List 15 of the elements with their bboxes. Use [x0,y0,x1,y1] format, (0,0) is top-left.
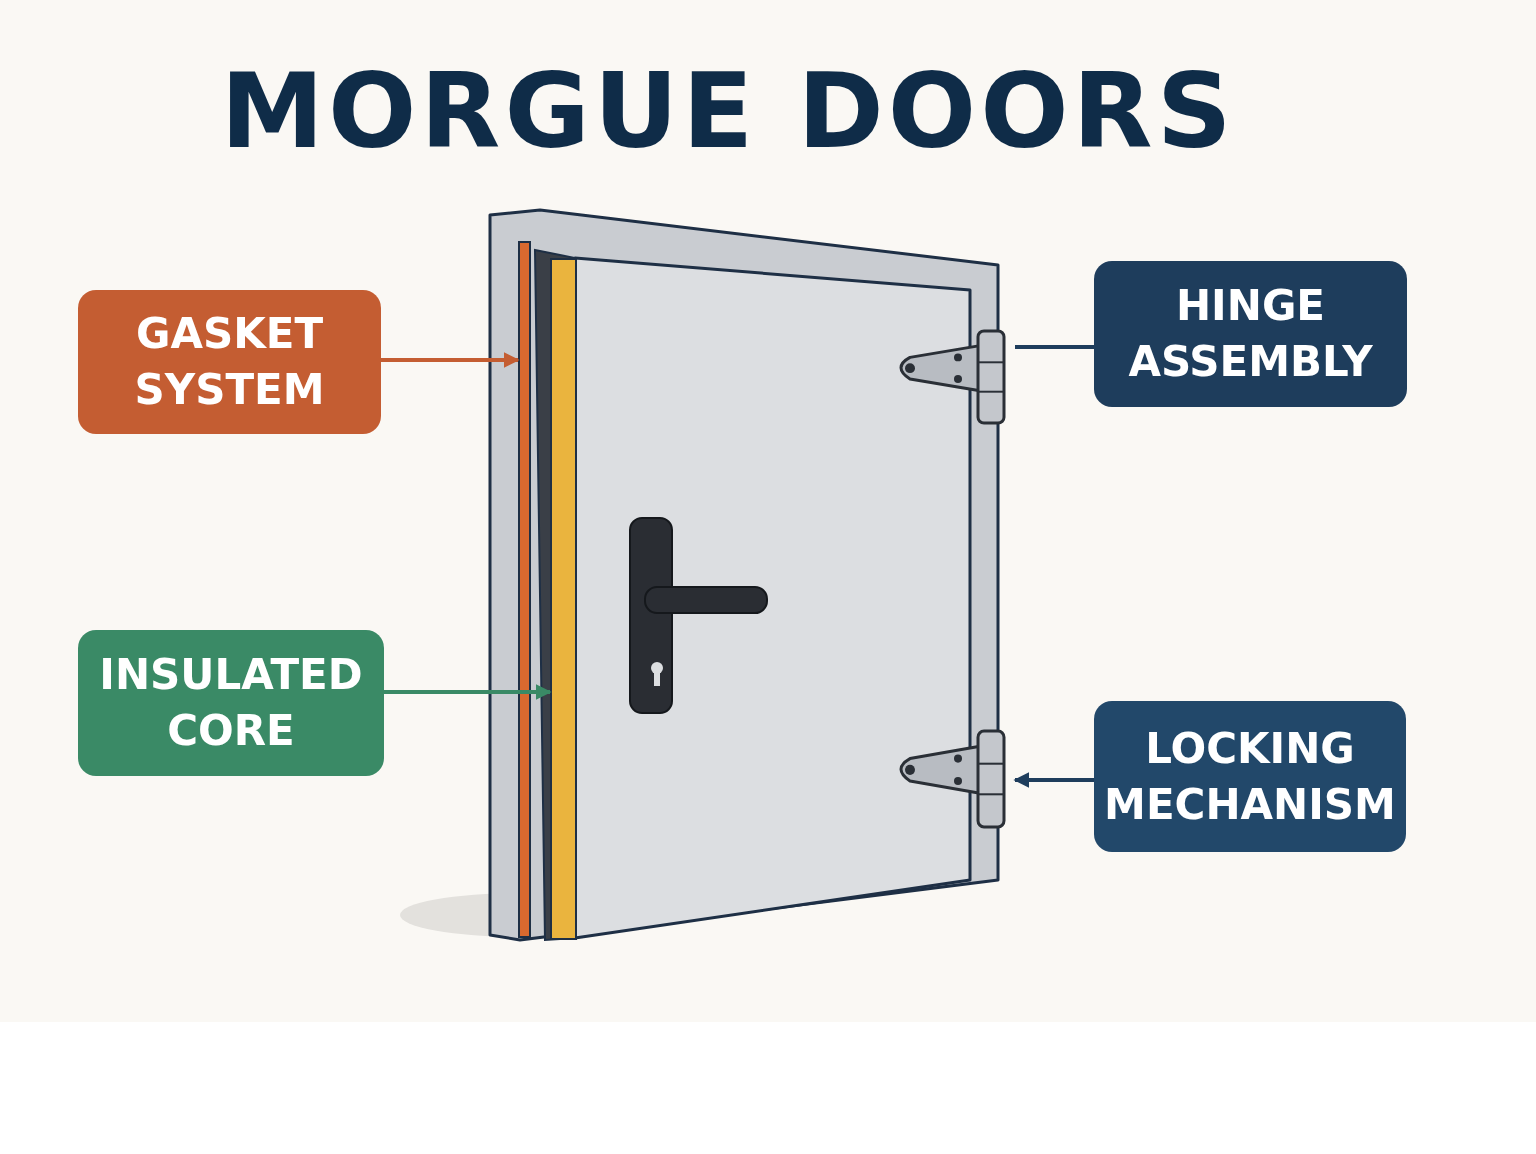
callout-label: HINGE ASSEMBLY [1127,280,1374,388]
insulated-core-layer [550,258,577,940]
arrow [384,684,552,700]
title: MORGUE DOORS [219,50,1237,172]
gasket-strip [518,241,531,938]
callout-box [1094,261,1407,407]
leader-line [1015,345,1094,349]
arrow [381,352,520,368]
arrow [1013,772,1094,788]
callout-box [1094,701,1406,852]
callout-box [78,630,384,776]
callout-label: GASKET SYSTEM [133,308,326,416]
callout-box [78,290,381,434]
callout-label: LOCKING MECHANISM [1104,722,1396,831]
callout-label: INSULATED CORE [98,649,364,757]
